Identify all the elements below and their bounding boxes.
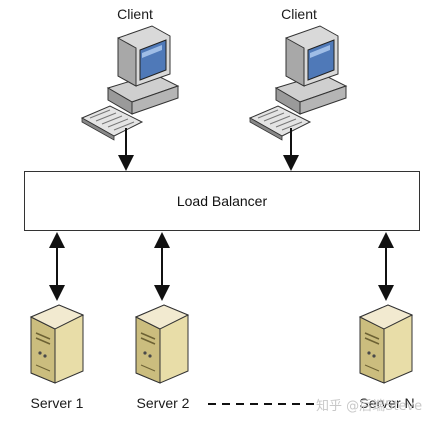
server-n-tower-icon	[359, 304, 413, 384]
client-1-computer-icon	[81, 25, 179, 141]
server-1-tower-icon	[30, 304, 84, 384]
server-2-tower-icon	[135, 304, 189, 384]
server-2-label: Server 2	[136, 395, 190, 411]
load-balancer-label: Load Balancer	[176, 193, 268, 209]
load-balancer-box: Load Balancer	[24, 171, 420, 231]
watermark-text: 知乎 @后端Steve	[316, 399, 423, 414]
client-2-computer-icon	[249, 25, 347, 141]
client-2-label: Client	[281, 6, 317, 22]
server-n-label: Server N	[359, 395, 415, 411]
client-1-label: Client	[117, 6, 153, 22]
server-1-label: Server 1	[30, 395, 84, 411]
